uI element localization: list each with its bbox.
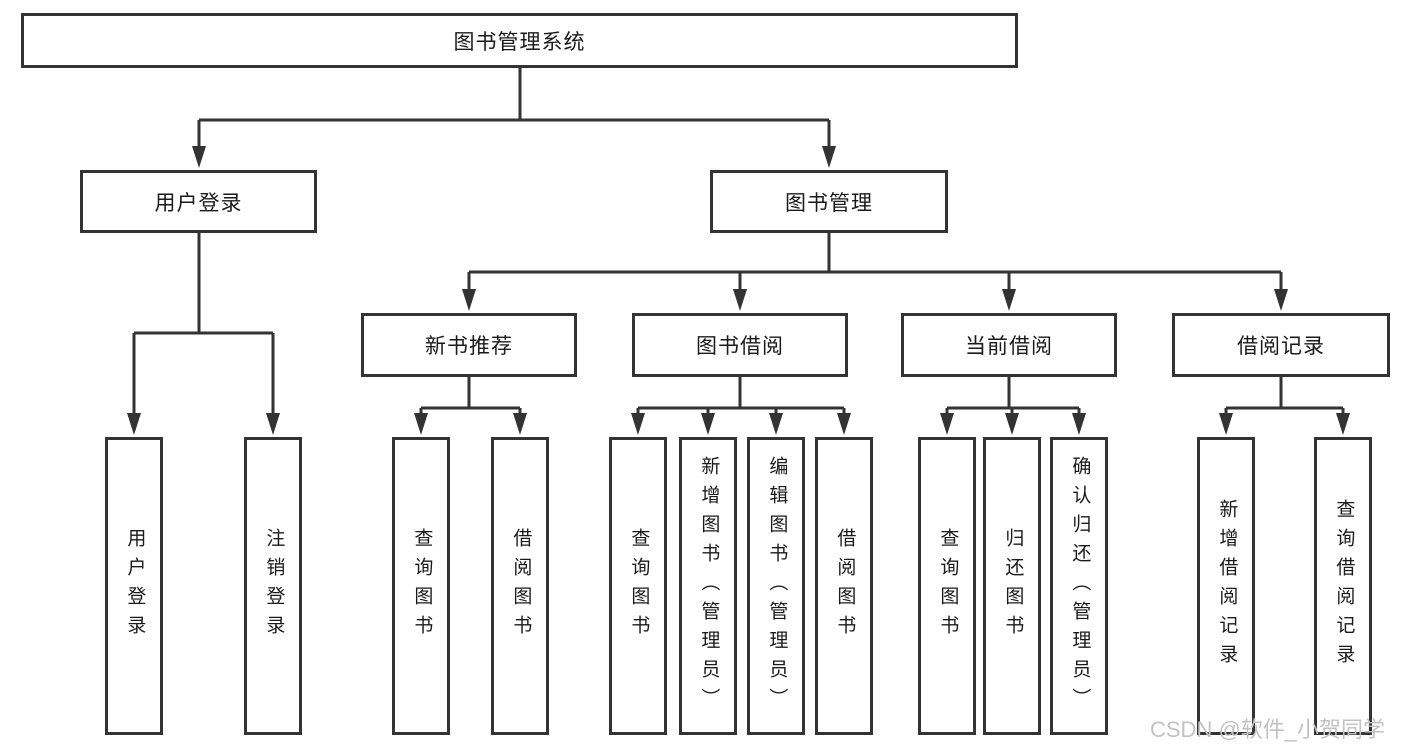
- node-book-borrow: 图书借阅: [632, 313, 848, 377]
- leaf-add-borrow-record: 新增借阅记录: [1197, 437, 1255, 735]
- leaf-label: 用户登录: [124, 528, 146, 644]
- leaf-logout: 注销登录: [244, 437, 302, 735]
- leaf-query-books-borrow: 查询图书: [609, 437, 667, 735]
- leaf-label: 查询图书: [628, 528, 650, 644]
- node-book-management: 图书管理: [710, 170, 948, 233]
- node-root: 图书管理系统: [21, 13, 1018, 68]
- leaf-confirm-return-admin: 确认归还（管理员）: [1050, 437, 1108, 735]
- node-new-book-recommend: 新书推荐: [361, 313, 577, 377]
- leaf-borrow-books: 借阅图书: [815, 437, 873, 735]
- leaf-label: 借阅图书: [510, 528, 532, 644]
- leaf-label: 新增图书（管理员）: [698, 455, 720, 717]
- leaf-label: 查询借阅记录: [1333, 499, 1355, 673]
- leaf-label: 查询图书: [411, 528, 433, 644]
- leaf-query-books-current: 查询图书: [918, 437, 976, 735]
- leaf-query-books-recommend: 查询图书: [392, 437, 450, 735]
- leaf-label: 编辑图书（管理员）: [766, 455, 788, 717]
- leaf-label: 注销登录: [263, 528, 285, 644]
- leaf-label: 新增借阅记录: [1216, 499, 1238, 673]
- leaf-return-books: 归还图书: [983, 437, 1041, 735]
- leaf-user-login: 用户登录: [105, 437, 163, 735]
- node-current-borrow: 当前借阅: [901, 313, 1117, 377]
- leaf-query-borrow-record: 查询借阅记录: [1314, 437, 1372, 735]
- leaf-label: 借阅图书: [834, 528, 856, 644]
- node-user-login: 用户登录: [80, 170, 317, 233]
- leaf-label: 查询图书: [937, 528, 959, 644]
- leaf-add-books-admin: 新增图书（管理员）: [679, 437, 737, 735]
- node-borrow-records: 借阅记录: [1172, 313, 1390, 377]
- leaf-edit-books-admin: 编辑图书（管理员）: [747, 437, 805, 735]
- leaf-label: 确认归还（管理员）: [1069, 455, 1091, 717]
- leaf-borrow-books-recommend: 借阅图书: [491, 437, 549, 735]
- csdn-watermark: CSDN @软件_小贺同学: [1150, 717, 1386, 742]
- leaf-label: 归还图书: [1002, 528, 1024, 644]
